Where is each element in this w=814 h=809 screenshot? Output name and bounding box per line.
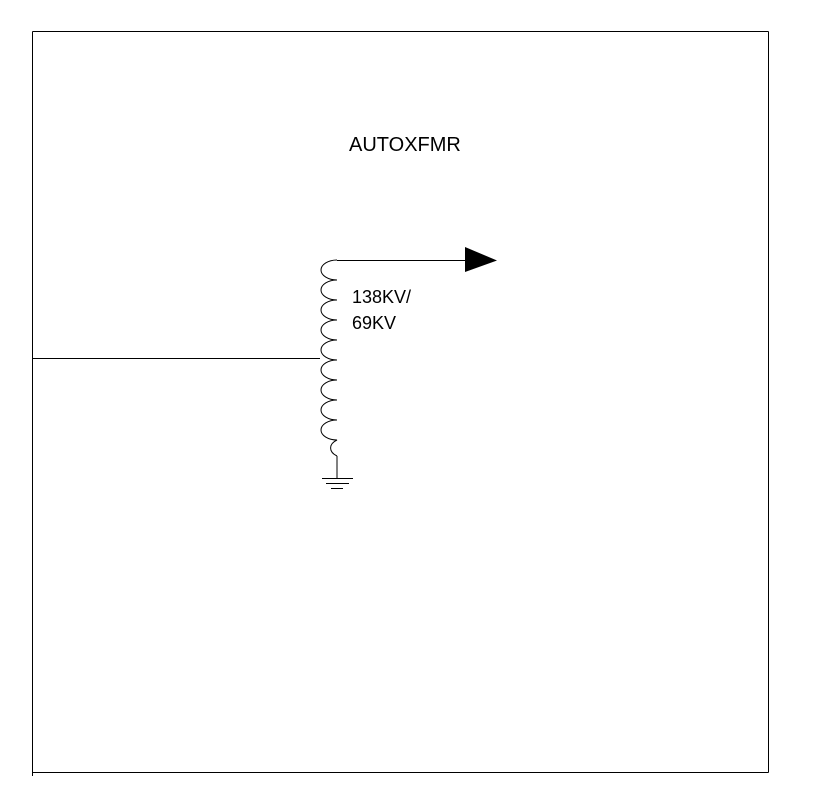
ground-icon — [322, 456, 353, 489]
rating-label-line2: 69KV — [352, 313, 396, 333]
diagram-title: AUTOXFMR — [349, 134, 461, 156]
autotransformer-coil — [320, 259, 338, 457]
diagram-frame — [32, 31, 769, 776]
output-arrow-icon — [465, 247, 497, 272]
rating-label-line1: 138KV/ — [352, 287, 411, 307]
